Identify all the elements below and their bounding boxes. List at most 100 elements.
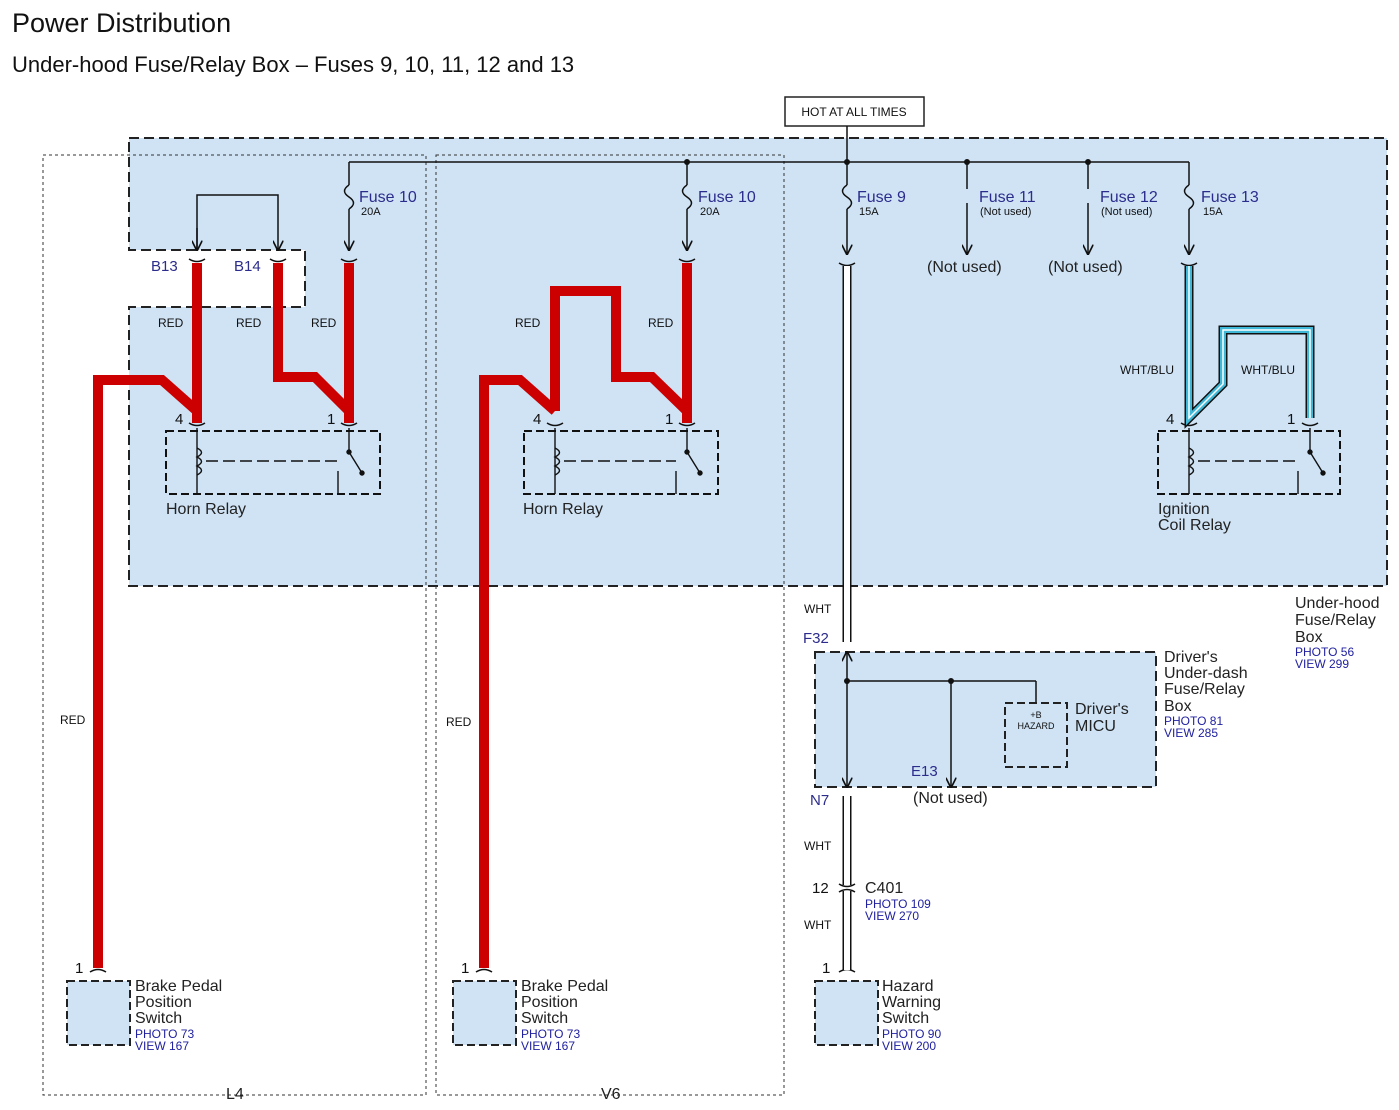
horn-relay-l4-pin-4: 4: [175, 411, 183, 428]
wire-label-wht-blu-1: WHT/BLU: [1120, 363, 1174, 377]
horn-relay-v6-pin-4: 4: [533, 411, 541, 428]
brake-switch-v6-photo: PHOTO 73: [521, 1027, 580, 1041]
micu-box: [1004, 702, 1068, 768]
ignition-relay-pin-4: 4: [1166, 411, 1174, 428]
c401-pin-12: 12: [812, 880, 829, 897]
connector-e13: E13: [911, 763, 938, 780]
fuse-12-label: Fuse 12: [1100, 189, 1158, 206]
fuse-12-rating: (Not used): [1101, 206, 1152, 218]
switch-boxes: [66, 980, 879, 1046]
connector-f32: F32: [803, 630, 829, 647]
ignition-relay-label-2: Coil Relay: [1158, 517, 1231, 534]
wire-label-red-3: RED: [311, 316, 337, 330]
wht-blu-wire: [1184, 266, 1315, 429]
wire-label-red-5: RED: [648, 316, 674, 330]
variant-label-l4: L4: [226, 1086, 244, 1103]
brake-switch-v6-pin-1: 1: [461, 960, 469, 977]
fuse-13-label: Fuse 13: [1201, 189, 1259, 206]
horn-relay-v6-pin-1: 1: [665, 411, 673, 428]
wire-label-red-1: RED: [158, 316, 184, 330]
b13-b14-jumper: [197, 194, 278, 250]
underdash-view: VIEW 285: [1164, 726, 1218, 740]
fuse-9-rating: 15A: [859, 206, 879, 218]
horn-relay-l4-label: Horn Relay: [166, 501, 246, 518]
underdash-junctions: [844, 678, 954, 684]
connector-b13: B13: [151, 258, 178, 275]
c401-photo: PHOTO 109: [865, 897, 931, 911]
hazard-switch-view: VIEW 200: [882, 1039, 936, 1053]
page-subtitle: Under-hood Fuse/Relay Box – Fuses 9, 10,…: [12, 52, 575, 77]
underhood-box-label-1: Under-hood: [1295, 595, 1380, 612]
page-title: Power Distribution: [12, 8, 232, 38]
hazard-switch-label-2: Warning: [882, 994, 941, 1011]
wire-label-red-2: RED: [236, 316, 262, 330]
wire-label-wht-2: WHT: [804, 839, 832, 853]
fuse-12-not-used: (Not used): [1048, 259, 1123, 276]
wire-label-wht-3: WHT: [804, 918, 832, 932]
underdash-label-3: Fuse/Relay: [1164, 681, 1245, 698]
c401-connector-symbol: [838, 883, 856, 893]
fuse-10-v6-label: Fuse 10: [698, 189, 756, 206]
fuse-11-rating: (Not used): [980, 206, 1031, 218]
underdash-internal: [847, 652, 1037, 787]
ignition-relay-label-1: Ignition: [1158, 501, 1210, 518]
hazard-switch-pin-1: 1: [822, 960, 830, 977]
micu-label-2: MICU: [1075, 718, 1116, 735]
horn-relay-v6-label: Horn Relay: [523, 501, 603, 518]
hazard-switch-photo: PHOTO 90: [882, 1027, 941, 1041]
c401-label: C401: [865, 880, 903, 897]
red-wires-l4: [93, 263, 354, 968]
brake-switch-v6-label-3: Switch: [521, 1010, 568, 1027]
connector-caps: [89, 258, 1319, 973]
fuse-9-label: Fuse 9: [857, 189, 906, 206]
brake-switch-v6-label-1: Brake Pedal: [521, 978, 608, 995]
connector-b14: B14: [234, 258, 261, 275]
fuse-13-rating: 15A: [1203, 206, 1223, 218]
fuse-10-l4-label: Fuse 10: [359, 189, 417, 206]
underdash-label-4: Box: [1164, 698, 1192, 715]
hazard-switch-label-3: Switch: [882, 1010, 929, 1027]
e13-not-used: (Not used): [913, 790, 988, 807]
underhood-box-label-3: Box: [1295, 629, 1323, 646]
relay-symbols: [165, 428, 1341, 495]
micu-label-1: Driver's: [1075, 701, 1129, 718]
variant-label-v6: V6: [601, 1086, 621, 1103]
fuse-11-not-used: (Not used): [927, 259, 1002, 276]
fuse-10-v6-rating: 20A: [700, 206, 720, 218]
wire-label-wht-1: WHT: [804, 602, 832, 616]
c401-view: VIEW 270: [865, 909, 919, 923]
underhood-box-label-2: Fuse/Relay: [1295, 612, 1376, 629]
red-wires-v6: [479, 263, 692, 968]
brake-switch-l4-label-3: Switch: [135, 1010, 182, 1027]
l4-frame: [42, 154, 427, 1096]
horn-relay-l4-pin-1: 1: [327, 411, 335, 428]
v6-frame: [435, 154, 785, 1096]
underdash-label-1: Driver's: [1164, 649, 1218, 666]
underdash-box: [814, 651, 1157, 788]
underhood-box: [128, 137, 1388, 587]
brake-switch-v6-label-2: Position: [521, 994, 578, 1011]
brake-switch-l4-label-1: Brake Pedal: [135, 978, 222, 995]
brake-switch-l4-pin-1: 1: [75, 960, 83, 977]
micu-pin-hazard: HAZARD: [1017, 721, 1055, 731]
hot-at-all-times-label: HOT AT ALL TIMES: [801, 105, 906, 119]
underdash-label-2: Under-dash: [1164, 665, 1248, 682]
wire-label-wht-blu-2: WHT/BLU: [1241, 363, 1295, 377]
hazard-switch-label-1: Hazard: [882, 978, 934, 995]
bus-junctions: [684, 159, 1091, 165]
fuse-leads: [349, 209, 1189, 254]
brake-switch-l4-view: VIEW 167: [135, 1039, 189, 1053]
brake-switch-l4-label-2: Position: [135, 994, 192, 1011]
hot-at-all-times-box: [784, 96, 925, 127]
wire-label-red-7: RED: [446, 715, 472, 729]
micu-pin-b: +B: [1030, 710, 1041, 720]
power-bus: [348, 126, 1190, 185]
fuse-10-l4-rating: 20A: [361, 206, 381, 218]
underhood-box-view: VIEW 299: [1295, 657, 1349, 671]
fuse-symbols: [343, 184, 1195, 210]
ignition-relay-pin-1: 1: [1287, 411, 1295, 428]
brake-switch-v6-view: VIEW 167: [521, 1039, 575, 1053]
connector-n7: N7: [810, 792, 829, 809]
fuse-11-label: Fuse 11: [979, 189, 1036, 206]
